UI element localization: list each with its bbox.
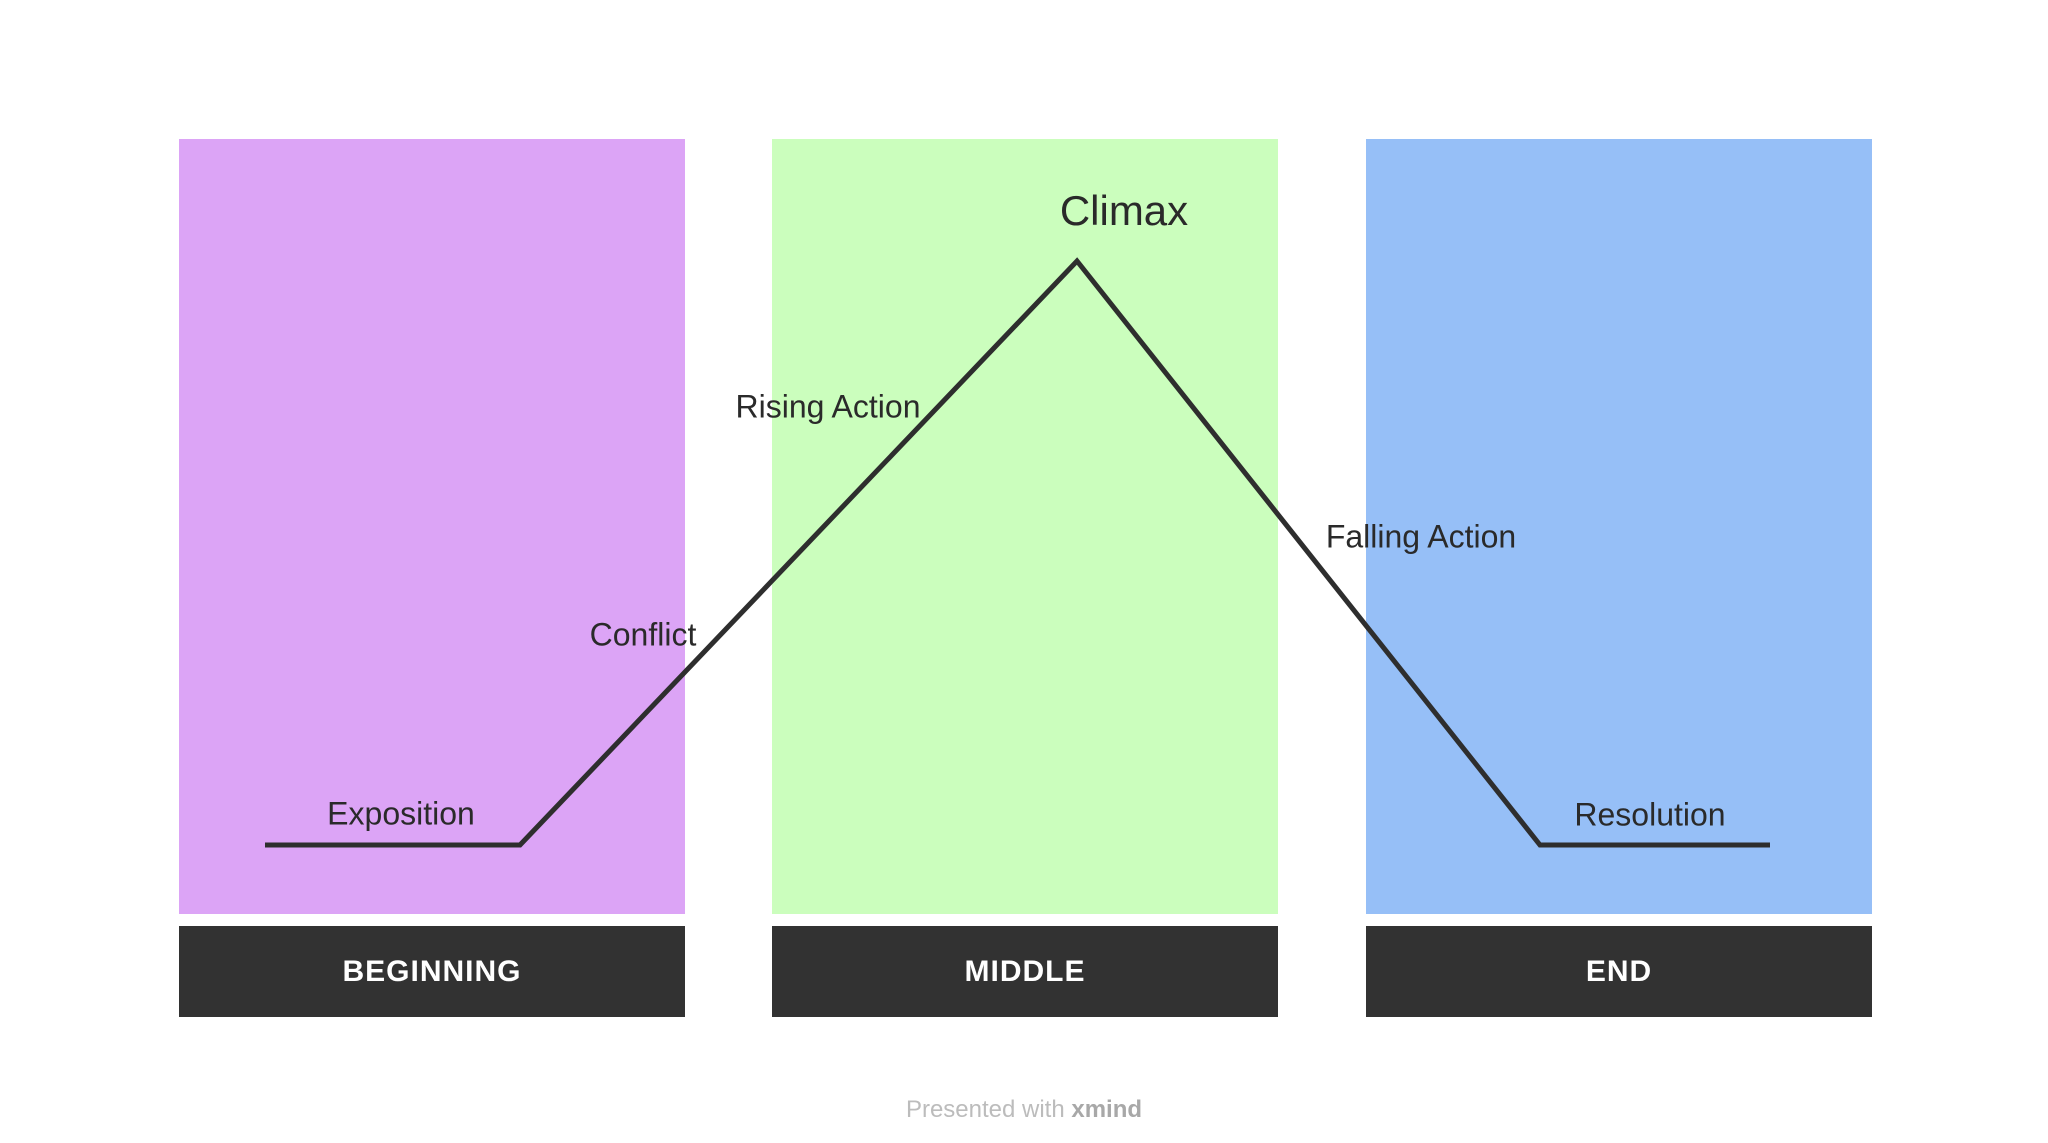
label-exposition: Exposition (327, 795, 475, 832)
band-middle: MIDDLE (772, 926, 1278, 1017)
label-climax: Climax (1059, 187, 1189, 234)
band-end-label: END (1585, 954, 1653, 988)
label-rising-action: Rising Action (735, 388, 921, 425)
label-falling-action: Falling Action (1325, 518, 1517, 555)
watermark-text: Presented with (905, 1096, 1072, 1123)
band-beginning: BEGINNING (179, 926, 685, 1017)
label-conflict: Conflict (589, 616, 697, 653)
band-beginning-label: BEGINNING (342, 954, 522, 988)
label-resolution: Resolution (1574, 796, 1726, 833)
band-middle-label: MIDDLE (964, 954, 1086, 988)
watermark: Presented with xmind (906, 1096, 1142, 1124)
band-end: END (1366, 926, 1872, 1017)
panel-middle (772, 139, 1278, 914)
xmind-brand: xmind (1071, 1096, 1143, 1123)
